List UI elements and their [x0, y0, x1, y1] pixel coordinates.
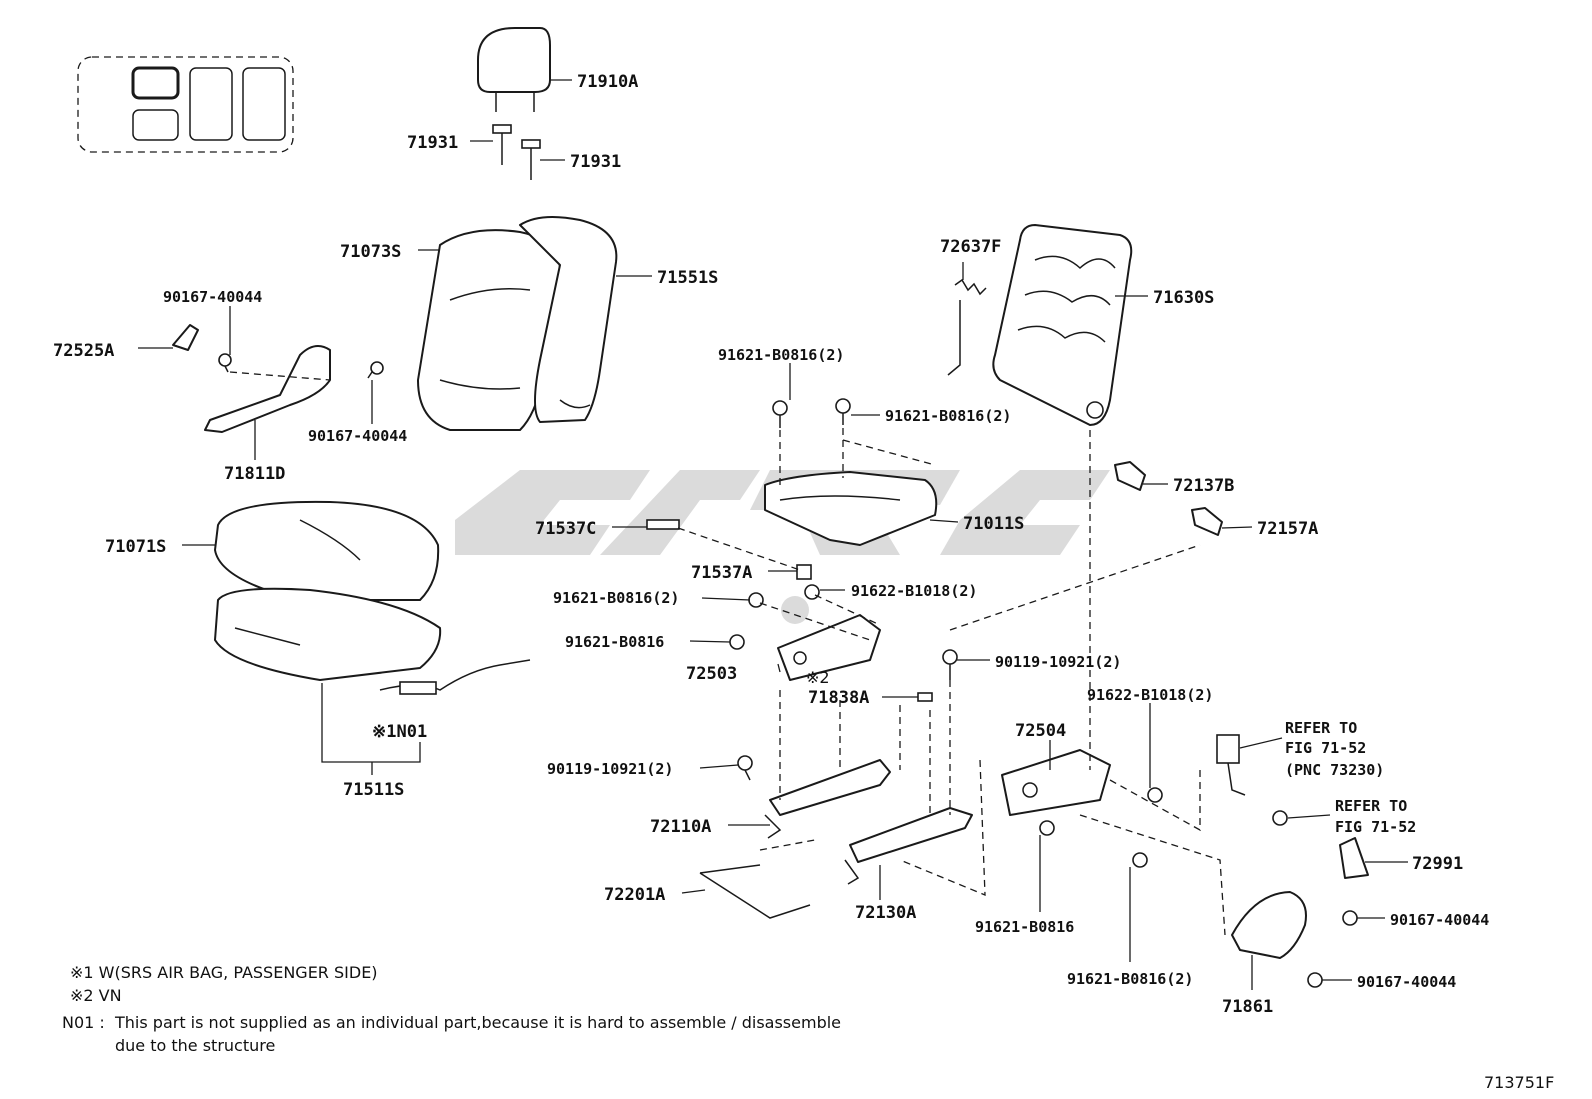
headrest-71910A — [477, 27, 551, 112]
label-90167-40044-d[interactable]: 90167-40044 — [1357, 973, 1456, 991]
label-90119-10921-2-b[interactable]: 90119-10921(2) — [547, 760, 673, 778]
label-72525A[interactable]: 72525A — [53, 341, 114, 361]
cover-71861 — [1231, 891, 1307, 959]
recliner-72504 — [1001, 749, 1111, 816]
label-91621-B0816-2-d[interactable]: 91621-B0816(2) — [1067, 970, 1193, 988]
bolt-90119-a — [942, 649, 958, 680]
bolt-91621-right-a — [1039, 820, 1055, 836]
pad-71537C — [646, 519, 680, 530]
headrest-support-right — [521, 139, 541, 180]
label-refer1-line3[interactable]: (PNC 73230) — [1285, 761, 1384, 779]
part-labels: 71910A 71931 71931 71073S 71551S 72637F … — [53, 72, 1489, 1017]
cushion-pad-71511S — [214, 587, 442, 681]
label-71073S[interactable]: 71073S — [340, 242, 401, 262]
label-refer1-line1[interactable]: REFER TO — [1285, 719, 1357, 737]
label-refer1-line2[interactable]: FIG 71-52 — [1285, 739, 1366, 757]
footnote-n01-code: N01 : — [62, 1013, 105, 1032]
label-mark2: ※2 — [806, 668, 830, 687]
label-71931-right[interactable]: 71931 — [570, 152, 621, 172]
label-71551S[interactable]: 71551S — [657, 268, 718, 288]
label-91622-B1018-2-a[interactable]: 91622-B1018(2) — [851, 582, 977, 600]
cover-72157A — [1191, 507, 1223, 536]
label-72637F[interactable]: 72637F — [940, 237, 1001, 257]
label-91621-B0816-2-c[interactable]: 91621-B0816(2) — [553, 589, 679, 607]
label-71071S[interactable]: 71071S — [105, 537, 166, 557]
screw-90167-a — [218, 353, 232, 373]
cushion-frame-71011S — [764, 471, 938, 546]
label-90167-40044-a[interactable]: 90167-40044 — [163, 288, 262, 306]
airbag-wire-N01 — [379, 659, 531, 695]
bolt-91621-mid-b — [729, 634, 745, 650]
pad-71537A — [796, 564, 812, 580]
label-72201A[interactable]: 72201A — [604, 885, 665, 905]
leader-lines — [138, 79, 1408, 990]
screw-91621-top-b — [835, 398, 851, 425]
wire-72201A — [699, 864, 811, 919]
footnote-2: ※2 VN — [70, 986, 122, 1005]
label-71931-left[interactable]: 71931 — [407, 133, 458, 153]
label-71838A[interactable]: 71838A — [808, 688, 869, 708]
label-72137B[interactable]: 72137B — [1173, 476, 1234, 496]
nut-refer2 — [1272, 810, 1288, 826]
bolt-91621-mid-a — [748, 592, 764, 608]
label-refer2-line2[interactable]: FIG 71-52 — [1335, 818, 1416, 836]
label-72991[interactable]: 72991 — [1412, 854, 1463, 874]
label-91621-B0816-a[interactable]: 91621-B0816 — [565, 633, 664, 651]
label-71910A[interactable]: 71910A — [577, 72, 638, 92]
cover-72991 — [1339, 837, 1369, 879]
track-72130A — [844, 807, 973, 885]
label-72110A[interactable]: 72110A — [650, 817, 711, 837]
bolt-91622-right — [1147, 787, 1163, 803]
footnote-1: ※1 W(SRS AIR BAG, PASSENGER SIDE) — [70, 963, 378, 982]
assembly-guide-lines — [229, 371, 1226, 936]
seatback-pad-71551S — [519, 215, 618, 423]
bolt-91621-right-b — [1132, 852, 1148, 868]
seat-layout-inset — [77, 56, 294, 153]
track-72110A — [764, 759, 891, 839]
label-72503[interactable]: 72503 — [686, 664, 737, 684]
cover-72137B — [1114, 461, 1146, 491]
label-71511S[interactable]: 71511S — [343, 780, 404, 800]
label-N01[interactable]: ※1N01 — [372, 722, 427, 742]
label-72504[interactable]: 72504 — [1015, 721, 1066, 741]
label-72130A[interactable]: 72130A — [855, 903, 916, 923]
spring-72637F — [947, 278, 987, 376]
recliner-72503 — [777, 614, 881, 681]
bolt-90119-b — [737, 755, 753, 781]
label-71537C[interactable]: 71537C — [535, 519, 596, 539]
footnotes: ※1 W(SRS AIR BAG, PASSENGER SIDE) ※2 VN … — [62, 963, 841, 1055]
screw-90167-d — [1307, 972, 1323, 988]
label-91622-B1018-2-b[interactable]: 91622-B1018(2) — [1087, 686, 1213, 704]
label-refer2-line1[interactable]: REFER TO — [1335, 797, 1407, 815]
label-71630S[interactable]: 71630S — [1153, 288, 1214, 308]
headrest-support-left — [492, 124, 512, 165]
label-71861[interactable]: 71861 — [1222, 997, 1273, 1017]
label-90167-40044-b[interactable]: 90167-40044 — [308, 427, 407, 445]
label-91621-B0816-2-a[interactable]: 91621-B0816(2) — [718, 346, 844, 364]
label-91621-B0816-b[interactable]: 91621-B0816 — [975, 918, 1074, 936]
label-71011S[interactable]: 71011S — [963, 514, 1024, 534]
label-72157A[interactable]: 72157A — [1257, 519, 1318, 539]
footnote-n01-line1: This part is not supplied as an individu… — [114, 1013, 841, 1032]
cover-71811D — [204, 345, 331, 433]
label-71811D[interactable]: 71811D — [224, 464, 285, 484]
screw-90167-b — [367, 361, 384, 379]
footnote-n01-line2: due to the structure — [115, 1036, 275, 1055]
label-90119-10921-2-a[interactable]: 90119-10921(2) — [995, 653, 1121, 671]
label-91621-B0816-2-b[interactable]: 91621-B0816(2) — [885, 407, 1011, 425]
diagram-id: 713751F — [1484, 1073, 1554, 1092]
bolt-91622-mid-a — [804, 584, 820, 600]
seatback-frame-71630S — [992, 224, 1133, 426]
label-71537A[interactable]: 71537A — [691, 563, 752, 583]
screw-90167-c — [1342, 910, 1358, 926]
seatbelt-buckle — [1216, 734, 1246, 796]
cushion-cover-71071S — [214, 500, 440, 601]
screw-91621-top-a — [772, 400, 788, 428]
bracket-72525A — [172, 324, 199, 351]
wire-71838A — [917, 692, 933, 702]
label-90167-40044-c[interactable]: 90167-40044 — [1390, 911, 1489, 929]
